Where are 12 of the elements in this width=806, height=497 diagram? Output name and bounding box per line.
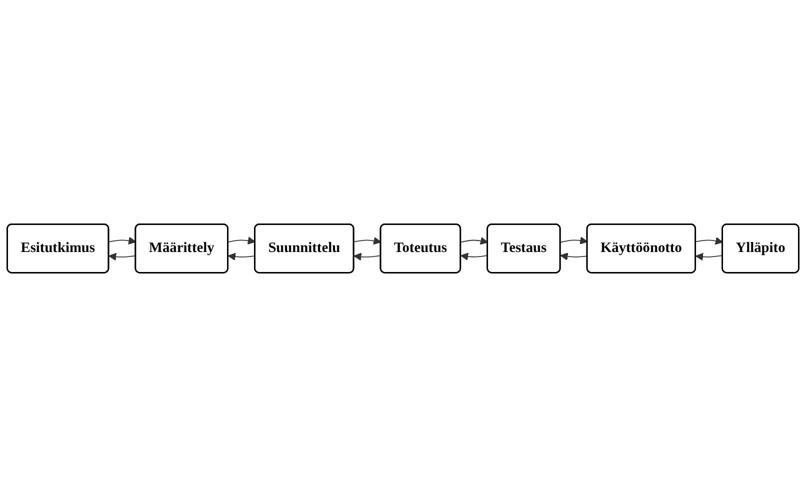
arrow bbox=[108, 252, 136, 261]
arrow bbox=[695, 237, 724, 245]
arrow bbox=[695, 252, 724, 261]
arrow bbox=[460, 252, 488, 261]
arrow bbox=[460, 237, 488, 245]
arrow bbox=[228, 236, 256, 245]
arrow bbox=[354, 236, 382, 245]
arrow bbox=[108, 236, 136, 245]
arrow bbox=[354, 252, 382, 261]
arrow bbox=[560, 236, 588, 245]
arrow bbox=[228, 252, 256, 261]
arrow bbox=[560, 252, 588, 260]
